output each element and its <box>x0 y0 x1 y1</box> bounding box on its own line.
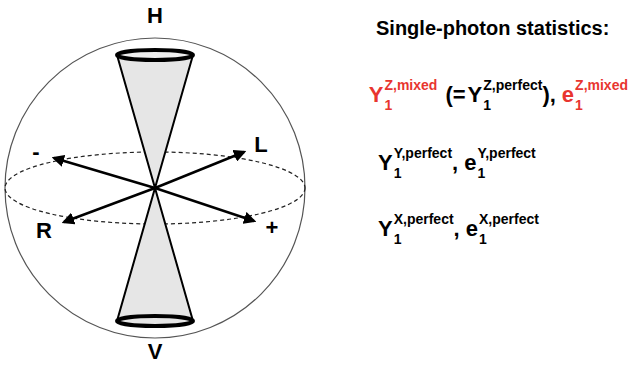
formula-symbol: Y <box>369 84 384 106</box>
script-stack: X,perfect 1 <box>394 212 454 246</box>
script-stack: Z,perfect 1 <box>483 78 542 112</box>
formula-symbol: Y <box>378 152 393 174</box>
subscript: 1 <box>483 98 542 112</box>
subscript: 1 <box>394 232 454 246</box>
formula-line: YZ,mixed1(=YZ,perfect1),eZ,mixed1 <box>369 78 628 112</box>
formula-line: YX,perfect1,eX,perfect1 <box>378 212 539 246</box>
axis-arrow <box>54 158 155 188</box>
title: Single-photon statistics: <box>376 18 609 38</box>
subscript: 1 <box>384 98 437 112</box>
axis-arrow <box>155 152 244 188</box>
formula-symbol: Y <box>378 218 393 240</box>
formula-text: , <box>452 152 458 174</box>
axis-arrow <box>64 188 155 222</box>
axis-label: V <box>148 341 163 363</box>
script-stack: X,perfect 1 <box>479 212 539 246</box>
axis-label: - <box>32 141 39 163</box>
superscript: X,perfect <box>394 212 454 226</box>
axis-arrow <box>155 188 254 221</box>
superscript: Y,perfect <box>477 146 535 160</box>
formula-line: YY,perfect1,eY,perfect1 <box>378 146 536 180</box>
subscript: 1 <box>575 98 628 112</box>
sphere-outline <box>5 38 305 338</box>
subscript: 1 <box>477 166 535 180</box>
superscript: Z,mixed <box>384 78 437 92</box>
script-stack: Y,perfect 1 <box>477 146 535 180</box>
axis-label: H <box>147 5 163 27</box>
formula-symbol: e <box>464 152 476 174</box>
formula-text: ), <box>542 84 555 106</box>
formula-symbol: e <box>562 84 574 106</box>
script-stack: Y,perfect 1 <box>394 146 452 180</box>
subscript: 1 <box>479 232 539 246</box>
formula-symbol: Y <box>468 84 483 106</box>
cone-base <box>117 316 193 326</box>
cone <box>117 55 193 188</box>
cone-base <box>117 50 193 60</box>
formula-text: (= <box>445 84 465 106</box>
axis-label: L <box>254 134 267 156</box>
script-stack: Z,mixed 1 <box>575 78 628 112</box>
formula-text: , <box>454 218 460 240</box>
subscript: 1 <box>394 166 452 180</box>
superscript: Z,mixed <box>575 78 628 92</box>
script-stack: Z,mixed 1 <box>384 78 437 112</box>
superscript: Z,perfect <box>483 78 542 92</box>
formula-symbol: e <box>466 218 478 240</box>
superscript: X,perfect <box>479 212 539 226</box>
axis-label: R <box>36 220 52 242</box>
superscript: Y,perfect <box>394 146 452 160</box>
cone <box>117 188 193 321</box>
axis-label: + <box>266 217 279 239</box>
